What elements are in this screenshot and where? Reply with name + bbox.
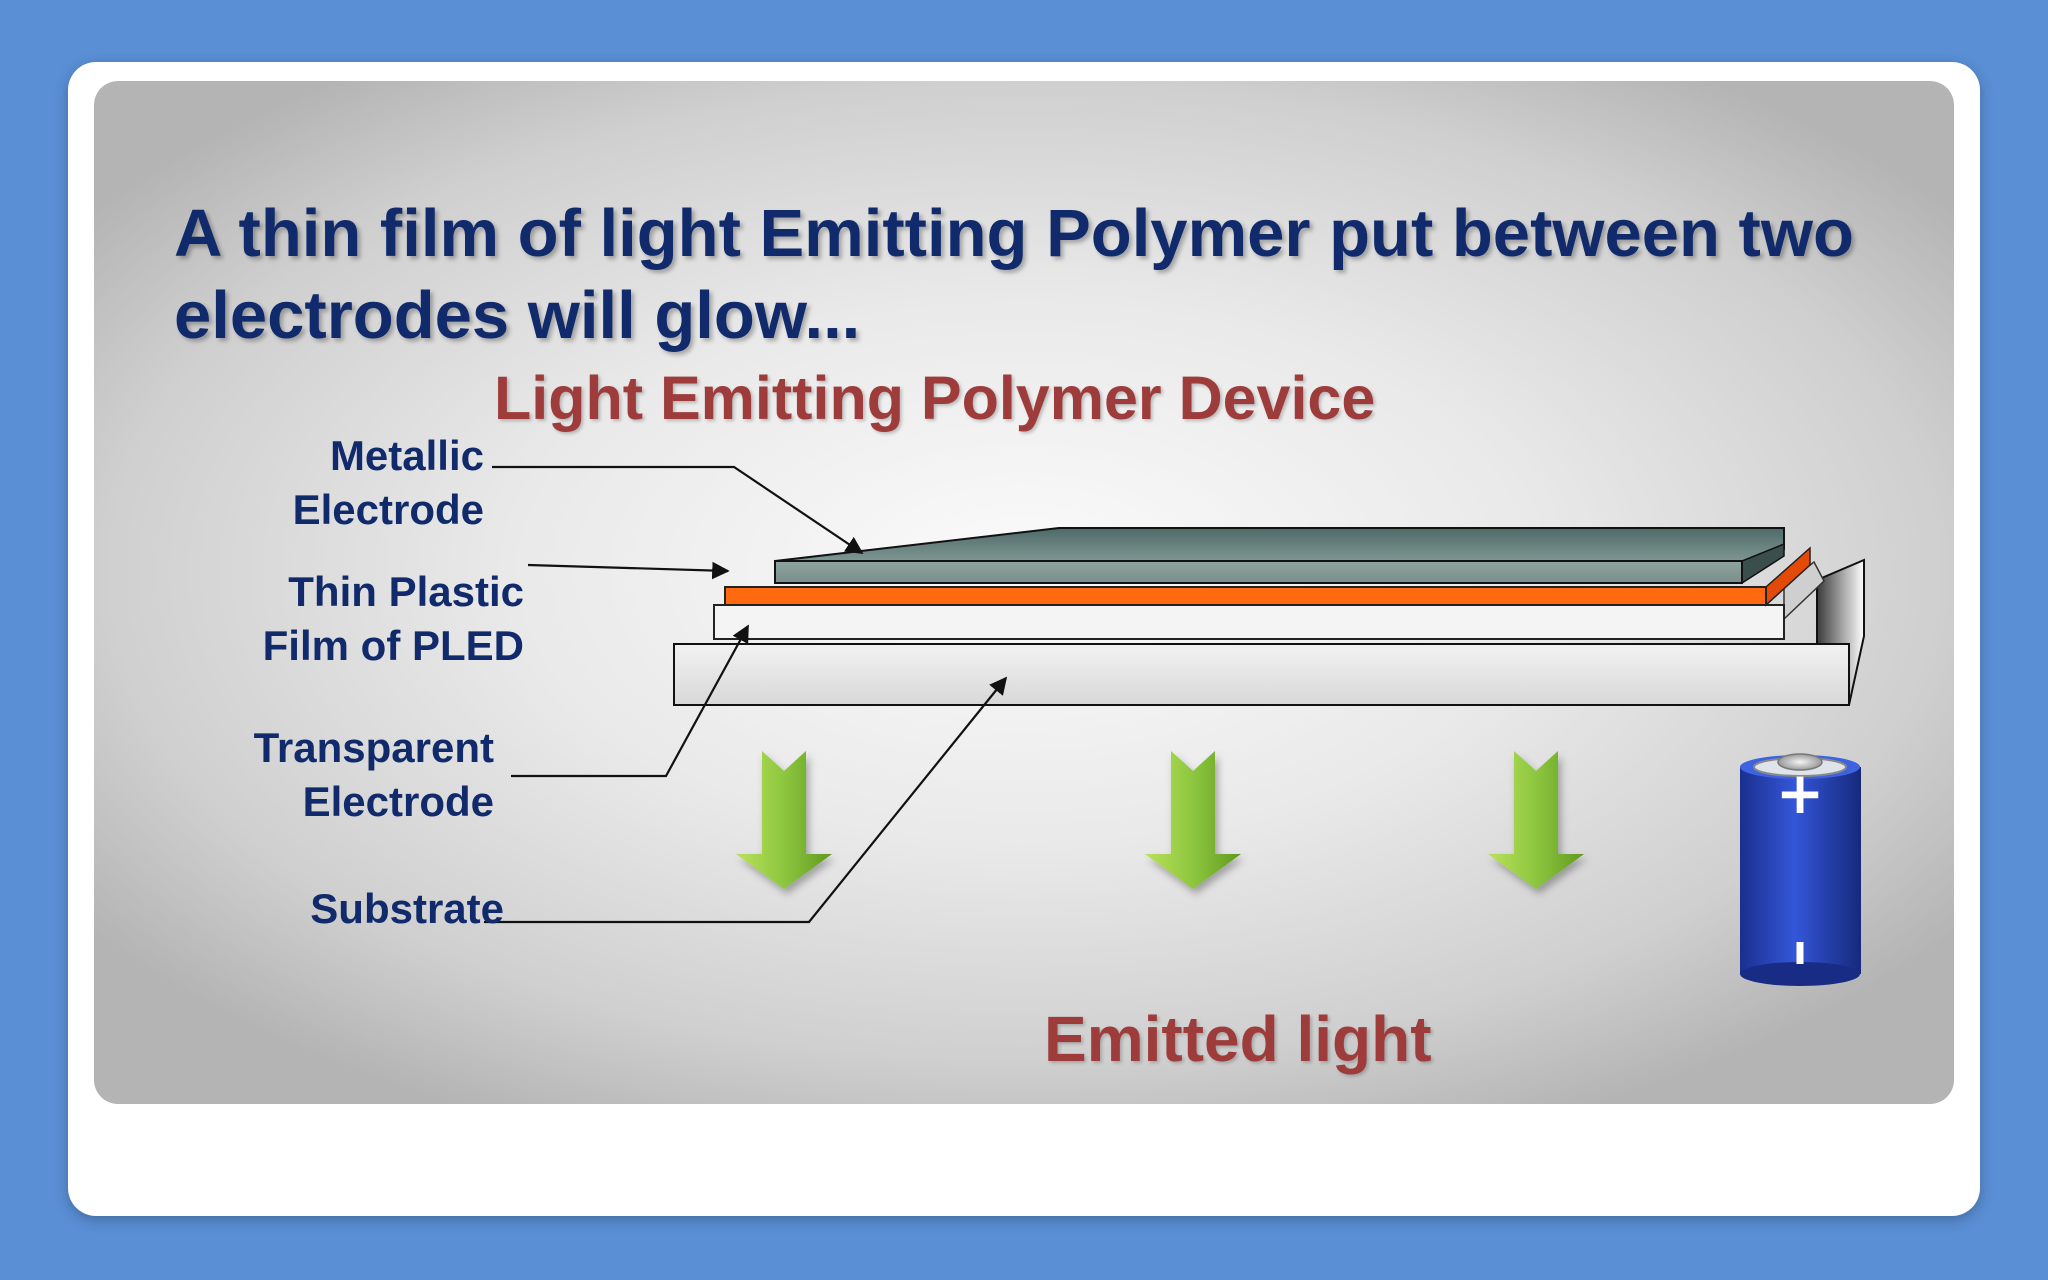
battery-icon <box>1740 753 1861 986</box>
substrate-layer <box>673 558 1865 706</box>
light-arrow-1 <box>736 751 832 889</box>
label-transparent-electrode-line-1: Transparent <box>253 724 494 771</box>
label-thin-plastic-film: Thin Plastic Film of PLED <box>194 565 524 673</box>
label-substrate: Substrate <box>214 882 504 936</box>
battery-positive-sign: + <box>1775 759 1825 827</box>
label-metallic-electrode-line-1: Metallic <box>329 432 484 479</box>
device-diagram <box>484 465 1865 986</box>
label-transparent-electrode-line-2: Electrode <box>302 778 494 825</box>
metallic-electrode-leader <box>492 465 864 554</box>
leader-lines <box>484 465 1008 924</box>
pled-film-leader <box>527 561 730 580</box>
transparent-electrode-layer <box>713 560 1825 640</box>
light-arrow-2 <box>1145 751 1241 889</box>
emitted-light-label: Emitted light <box>1044 1003 1432 1075</box>
slide-headline: A thin film of light Emitting Polymer pu… <box>174 196 1854 353</box>
label-transparent-electrode: Transparent Electrode <box>194 721 494 829</box>
label-thin-plastic-film-line-1: Thin Plastic <box>288 568 524 615</box>
label-metallic-electrode-line-2: Electrode <box>292 486 484 533</box>
metallic-electrode-layer <box>774 527 1785 585</box>
transparent-electrode-leader <box>511 624 749 778</box>
light-arrow-3 <box>1488 751 1584 889</box>
label-substrate-line-1: Substrate <box>310 885 504 932</box>
substrate-leader <box>484 676 1008 924</box>
pled-film-layer <box>724 546 1811 607</box>
slide: A thin film of light Emitting Polymer pu… <box>94 81 1954 1104</box>
label-metallic-electrode: Metallic Electrode <box>244 429 484 537</box>
diagram-title: Light Emitting Polymer Device <box>494 364 1376 432</box>
label-thin-plastic-film-line-2: Film of PLED <box>262 622 524 669</box>
battery-negative-sign: ı <box>1793 928 1807 974</box>
